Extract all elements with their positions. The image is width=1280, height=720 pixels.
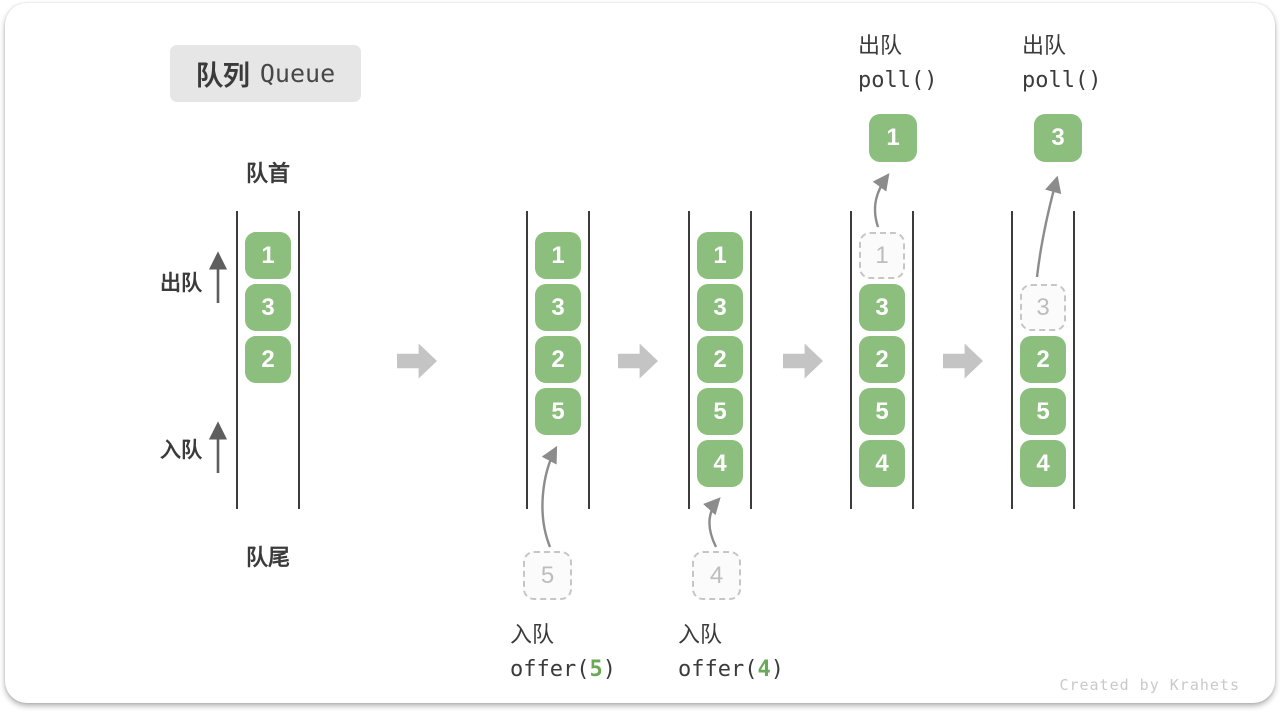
dequeue-caption-code: poll() [858, 68, 938, 93]
enqueue-caption-zh: 入队 [678, 622, 723, 647]
queue-container-wall [1011, 211, 1013, 509]
dequeue-operation-caption-1: 出队 poll() [858, 28, 937, 93]
enqueue-caption-code: offer(5) [510, 657, 616, 682]
queue-container-wall [750, 211, 752, 509]
title-en: Queue [259, 59, 336, 88]
dequeue-caption-zh: 出队 [1022, 33, 1067, 58]
queue-element: 1 [245, 232, 291, 279]
queue-element: 1 [535, 232, 581, 279]
queue-container-wall [236, 211, 238, 509]
queue-element-removed: 1 [859, 232, 905, 279]
dequeue-caption-zh: 出队 [858, 33, 903, 58]
queue-element: 4 [1020, 440, 1066, 487]
queue-container-wall [1073, 211, 1075, 509]
queue-element: 2 [1020, 336, 1066, 383]
enqueue-operation-caption-1: 入队 offer(5) [510, 617, 616, 682]
queue-element-removed: 3 [1020, 284, 1066, 331]
dequeue-operation-caption-2: 出队 poll() [1022, 28, 1101, 93]
enqueue-side-label: 入队 [160, 439, 202, 462]
popped-dequeue-element: 1 [869, 114, 917, 162]
queue-container-wall [526, 211, 528, 509]
queue-element: 5 [1020, 388, 1066, 435]
queue-element: 1 [697, 232, 743, 279]
queue-element: 2 [535, 336, 581, 383]
title-zh: 队列 [195, 61, 250, 91]
dequeue-pointer-arrow-poll3 [1035, 175, 1062, 278]
queue-element: 3 [859, 284, 905, 331]
dequeue-side-label: 出队 [160, 272, 202, 295]
queue-element: 4 [697, 440, 743, 487]
enqueue-pointer-arrow-offer4 [703, 497, 721, 548]
pending-enqueue-element: 4 [692, 551, 741, 600]
dequeue-pointer-arrow-poll1 [872, 173, 890, 228]
queue-element: 3 [535, 284, 581, 331]
enqueue-caption-code: offer(4) [678, 657, 784, 682]
queue-element: 2 [245, 336, 291, 383]
queue-element: 2 [859, 336, 905, 383]
queue-container-wall [588, 211, 590, 509]
popped-dequeue-element: 3 [1034, 114, 1082, 162]
queue-element: 3 [245, 284, 291, 331]
queue-element: 5 [535, 388, 581, 435]
queue-element: 3 [697, 284, 743, 331]
title-badge: 队列 Queue [170, 45, 361, 102]
queue-container-wall [688, 211, 690, 509]
enqueue-operation-caption-2: 入队 offer(4) [678, 617, 784, 682]
queue-element: 2 [697, 336, 743, 383]
queue-container-wall [912, 211, 914, 509]
watermark: Created by Krahets [1059, 676, 1240, 694]
dequeue-caption-code: poll() [1022, 68, 1102, 93]
queue-element: 5 [697, 388, 743, 435]
enqueue-pointer-arrow-offer5 [541, 445, 558, 548]
queue-rear-label: 队尾 [246, 545, 291, 570]
queue-front-label: 队首 [246, 161, 291, 186]
queue-container-wall [298, 211, 300, 509]
queue-element: 4 [859, 440, 905, 487]
enqueue-caption-zh: 入队 [510, 622, 555, 647]
queue-element: 5 [859, 388, 905, 435]
queue-container-wall [850, 211, 852, 509]
pending-enqueue-element: 5 [523, 551, 572, 600]
